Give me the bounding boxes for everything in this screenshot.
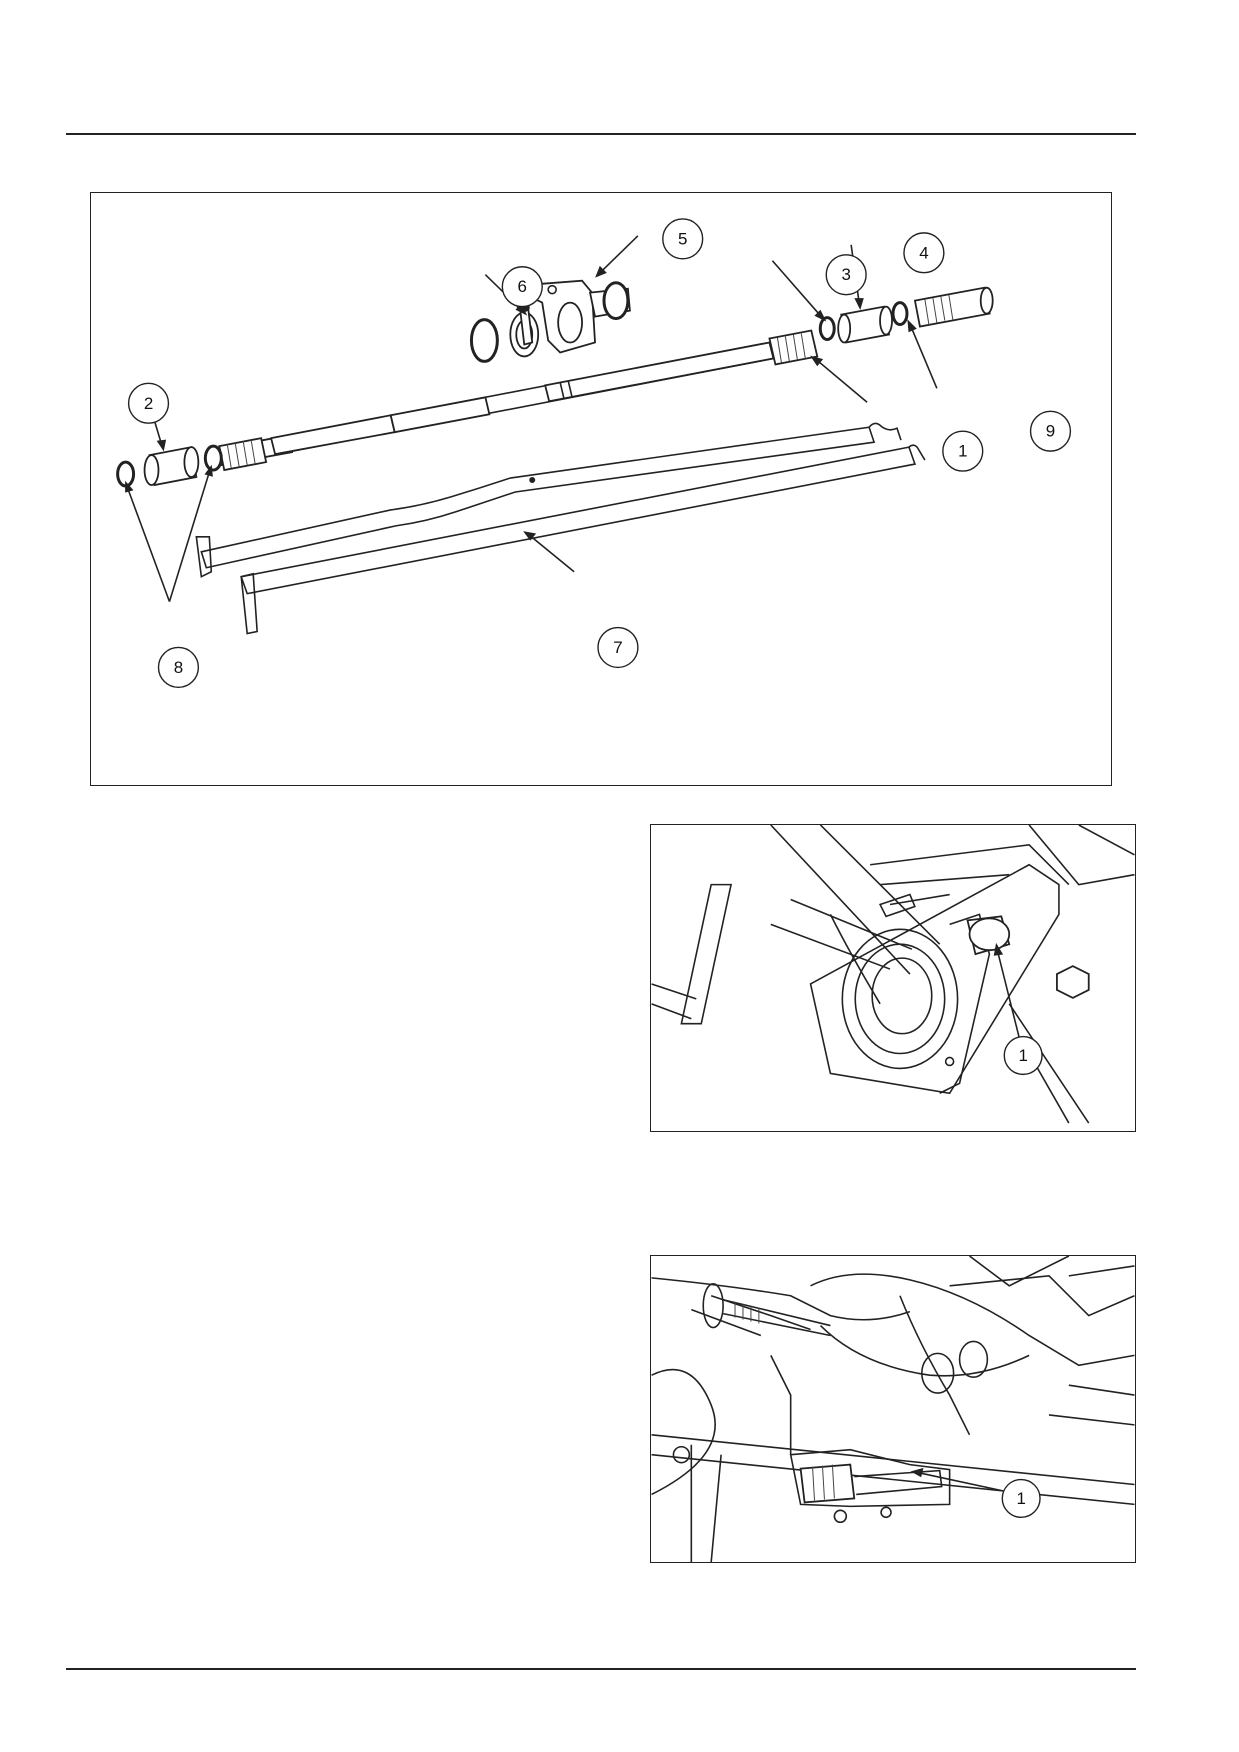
svg-text:9: 9 (1046, 422, 1055, 441)
left-ring-outer (203, 444, 223, 472)
svg-text:6: 6 (518, 277, 527, 296)
callout-1: 1 (942, 430, 984, 472)
right-ring-3 (818, 316, 836, 341)
underside-drawing (651, 1256, 1135, 1562)
top-rule (66, 133, 1136, 135)
callout-3: 3 (825, 254, 867, 296)
bottom-rule (66, 1668, 1136, 1670)
bearing-housing-figure: 1 (650, 824, 1136, 1132)
right-ring-9 (891, 301, 909, 327)
svg-text:1: 1 (1016, 1489, 1025, 1508)
housing-drawing (651, 825, 1135, 1124)
svg-text:4: 4 (919, 243, 928, 262)
callout-6: 6 (501, 266, 543, 308)
svg-text:2: 2 (144, 394, 153, 413)
support-bracket (529, 279, 631, 354)
exploded-view-figure: 5 6 3 4 2 9 1 7 8 (90, 192, 1112, 786)
svg-text:5: 5 (678, 229, 687, 248)
callout-1-underside: 1 (1001, 1478, 1041, 1518)
right-bushing (837, 305, 893, 344)
left-bushing (143, 446, 200, 487)
callout-8: 8 (157, 646, 200, 689)
callout-1-housing: 1 (1003, 1035, 1043, 1076)
coupling-sleeve (913, 286, 994, 328)
svg-text:1: 1 (1018, 1046, 1027, 1065)
underside-figure: 1 (650, 1255, 1136, 1563)
callout-5: 5 (662, 218, 704, 260)
svg-text:3: 3 (841, 265, 850, 284)
callout-2: 2 (127, 382, 170, 424)
callout-9: 9 (1029, 410, 1072, 452)
drive-shaft (210, 329, 819, 472)
callout-4: 4 (903, 232, 945, 274)
callout-7: 7 (597, 626, 639, 669)
svg-text:1: 1 (958, 442, 967, 461)
svg-text:7: 7 (613, 638, 622, 657)
svg-text:8: 8 (174, 658, 183, 677)
shaft-guard (195, 422, 926, 635)
